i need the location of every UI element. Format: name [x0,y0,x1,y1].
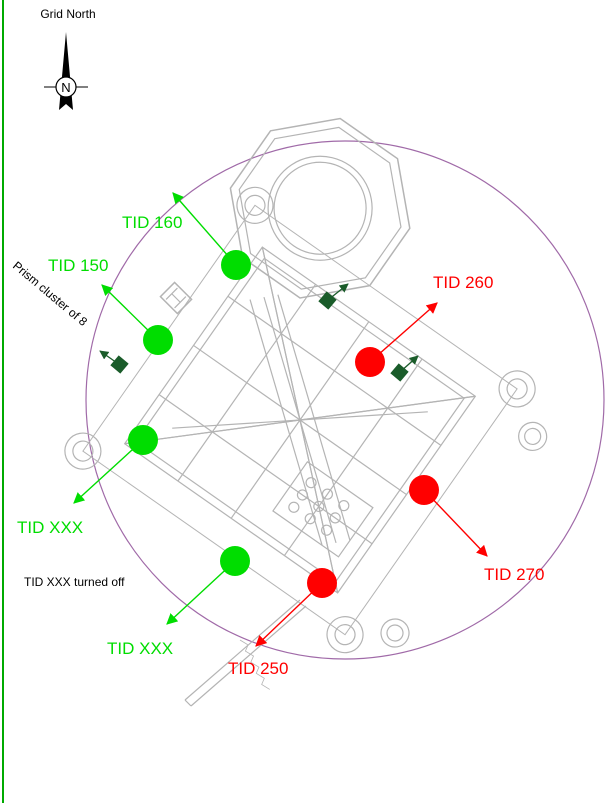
prism-marker[interactable] [110,355,129,374]
tid-150-label: TID 150 [48,256,108,275]
monitoring-radius-circle [85,140,605,660]
tid-260-dot[interactable] [355,347,385,377]
tid-250-dot[interactable] [307,568,337,598]
tid-xxx-left-dot[interactable] [128,425,158,455]
tid-270-dot[interactable] [409,475,439,505]
north-arrow-label: Grid North [40,7,95,21]
tid-xxx-left-label: TID XXX [17,518,83,537]
tid-270-label: TID 270 [484,565,544,584]
prism-marker[interactable] [318,291,337,310]
tid-xxx-bottom-dot[interactable] [220,546,250,576]
tid-xxx-bottom-arrow [166,560,236,625]
tid-160-label: TID 160 [122,213,182,232]
tid-250-label: TID 250 [228,659,288,678]
tid-150-dot[interactable] [143,325,173,355]
north-arrow: Grid North N [40,7,96,110]
north-arrow-needle-icon [59,32,73,110]
prism-marker[interactable] [390,363,409,382]
tid-270-arrow [423,489,488,557]
north-arrow-letter: N [61,80,70,95]
north-compass-circle [55,76,77,98]
tid-labels: TID 160 TID 150 TID XXX TID XXX TID 260 … [17,213,544,678]
prism-markers [99,283,419,382]
tid-dots [128,250,439,598]
tid-260-label: TID 260 [433,273,493,292]
tid-arrows [73,192,488,647]
tid-xxx-bottom-label: TID XXX [107,639,173,658]
tid-xxx-left-arrow [73,439,144,504]
turned-off-note: TID XXX turned off [24,575,125,589]
tid-250-arrow [255,582,323,647]
tid-160-dot[interactable] [221,250,251,280]
platform-structure [64,117,548,707]
tid-160-arrow [172,192,237,266]
